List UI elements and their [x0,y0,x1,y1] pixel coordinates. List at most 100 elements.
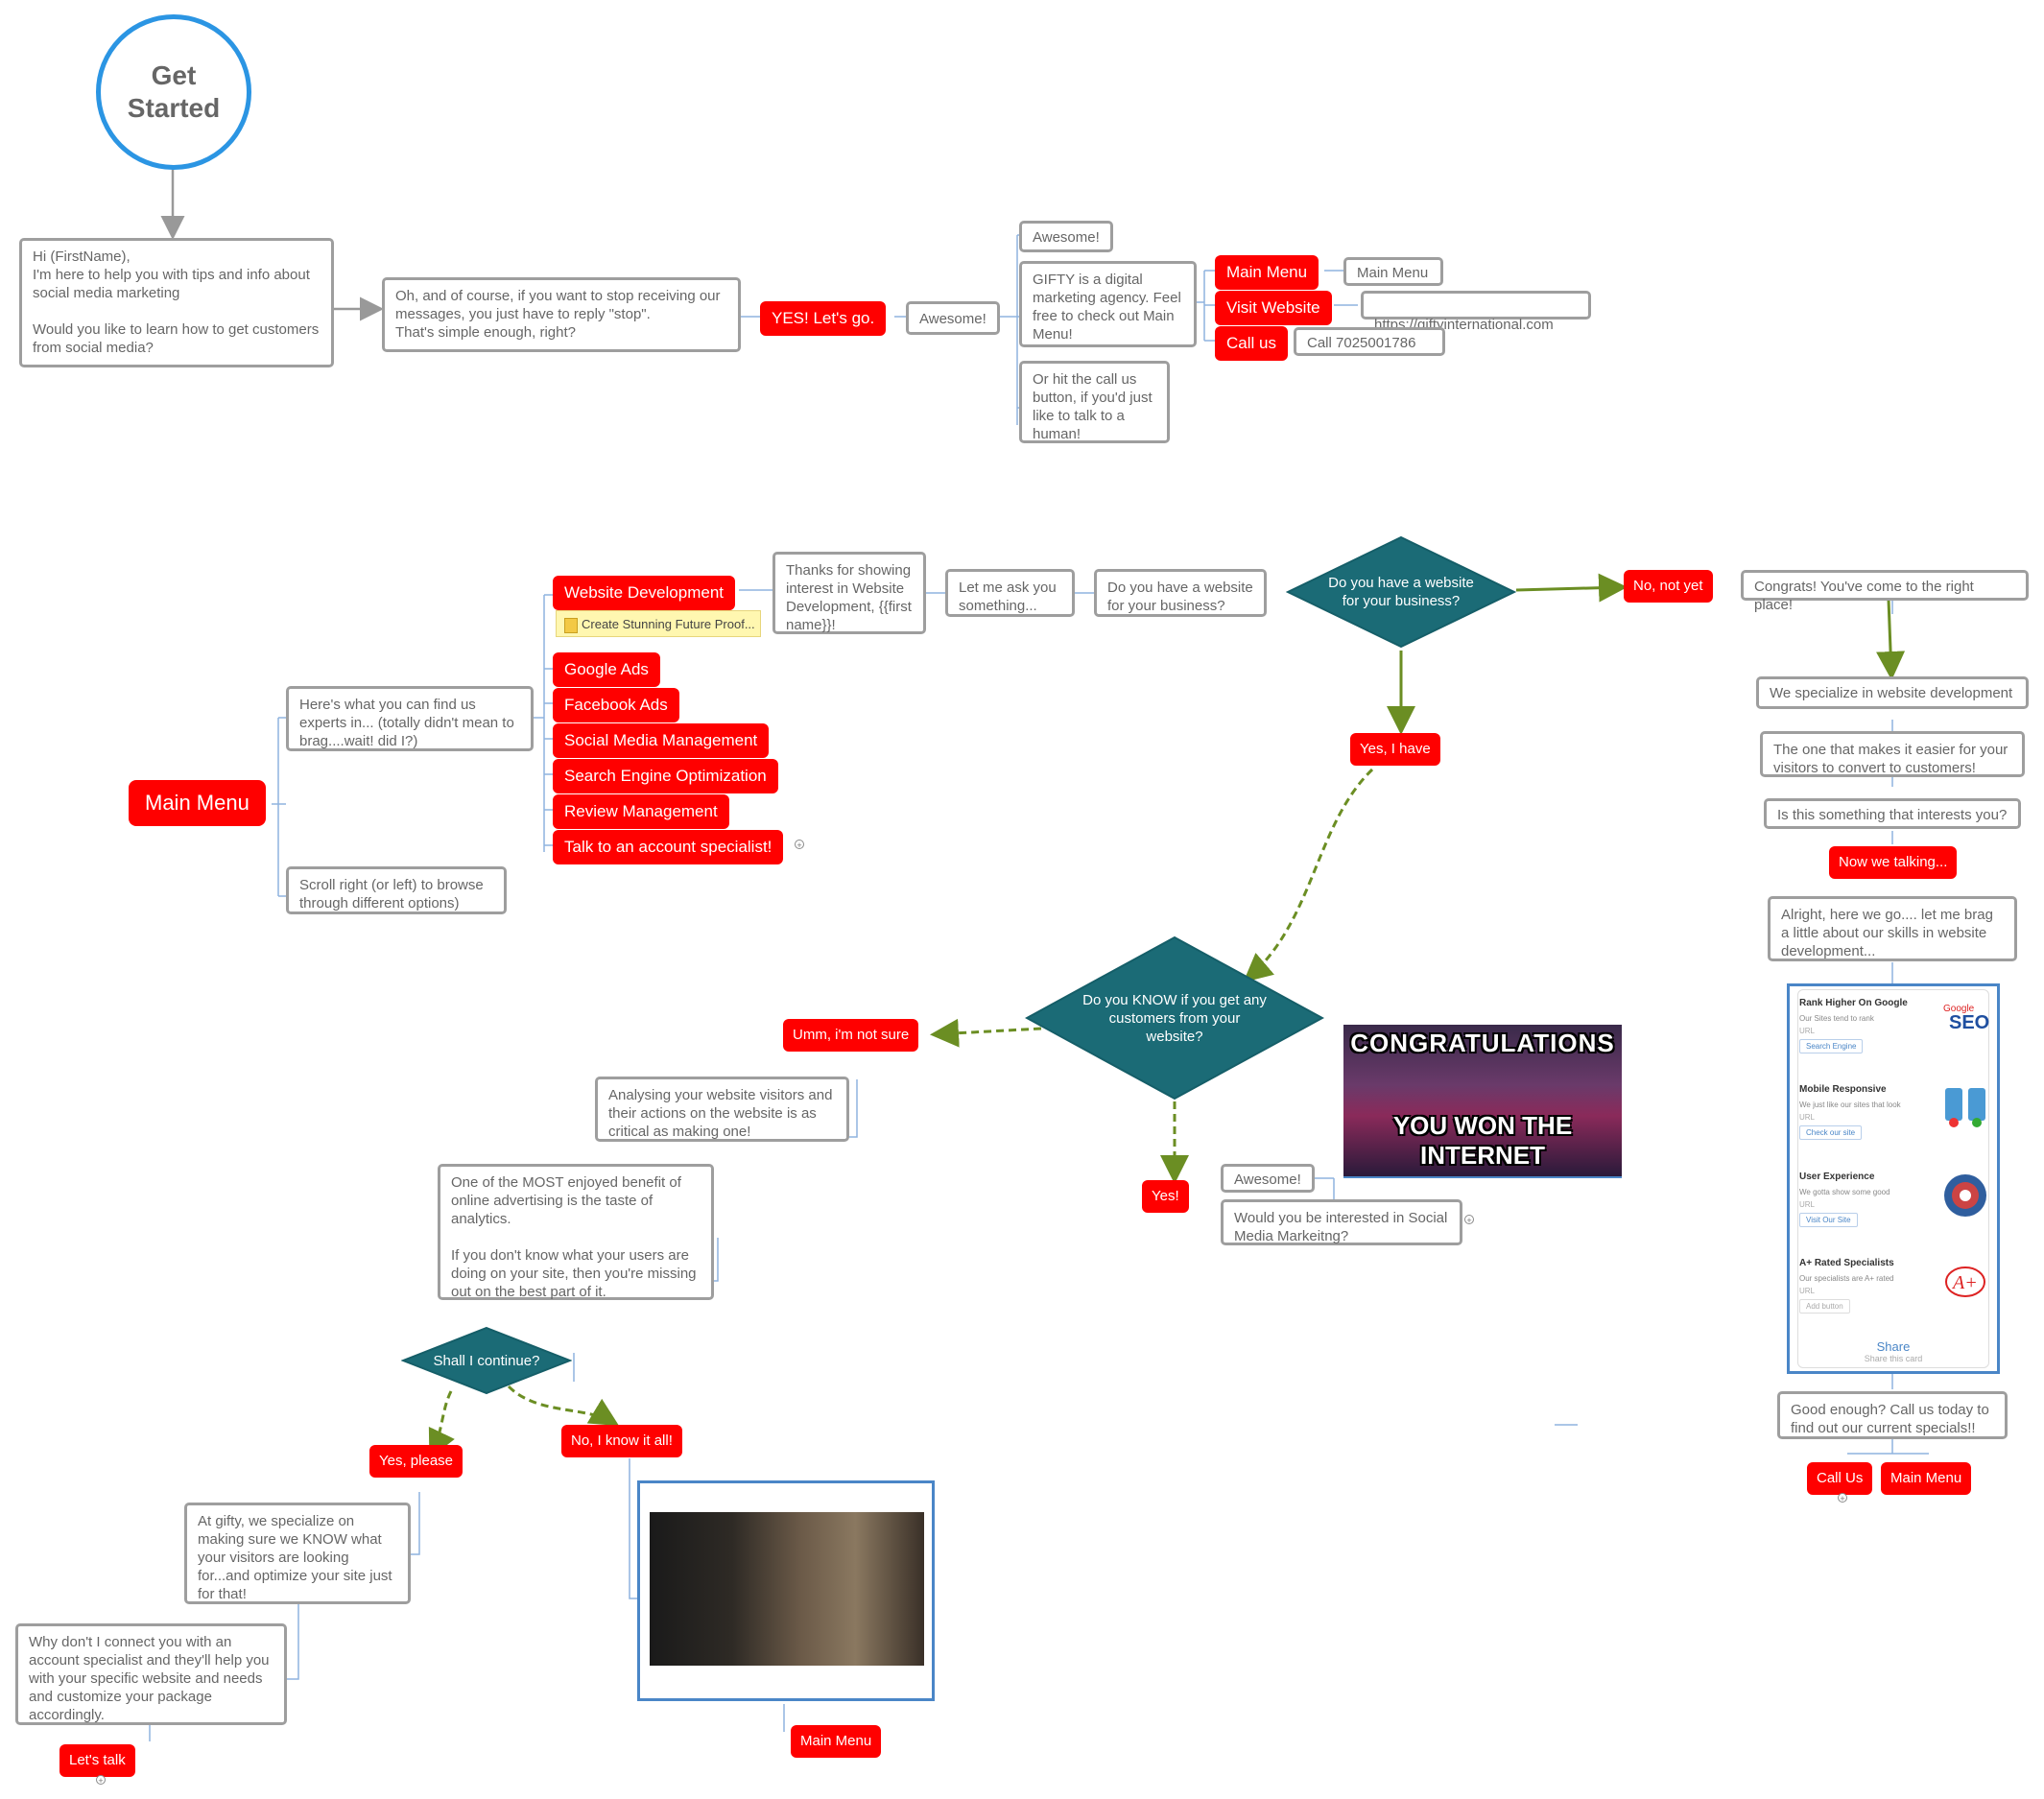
awesome-message-2[interactable]: Awesome! [1019,221,1113,252]
card-share[interactable]: Share Share this card [1790,1339,1997,1363]
ux-icon [1941,1172,1989,1219]
main-menu-link[interactable]: Main Menu [1343,257,1443,286]
yes-please-button[interactable]: Yes, please [369,1445,463,1478]
lets-talk-button[interactable]: Let's talk [59,1744,135,1777]
card-item-title: User Experience [1799,1172,1875,1182]
diamond-label: Shall I continue? [433,1352,540,1369]
a-plus-icon: A+ [1941,1258,1989,1306]
analytics-message[interactable]: One of the MOST enjoyed benefit of onlin… [438,1164,714,1300]
thanks-message[interactable]: Thanks for showing interest in Website D… [772,552,926,634]
experts-message[interactable]: Here's what you can find us experts in..… [286,686,534,751]
call-us-final-button[interactable]: Call Us [1807,1462,1873,1495]
ask-message[interactable]: Let me ask you something... [945,569,1075,617]
diamond-shape [1286,535,1516,649]
interest-question[interactable]: Is this something that interests you? [1764,798,2021,829]
call-us-button[interactable]: Call us [1215,326,1288,361]
card-item-desc: We just like our sites that look [1799,1101,1901,1109]
video-frame [650,1512,924,1666]
main-menu-final-button[interactable]: Main Menu [1881,1462,1972,1495]
phone-number[interactable]: Call 7025001786 [1294,327,1445,356]
get-started-node[interactable]: Get Started [96,14,251,170]
card-item-button[interactable]: Check our site [1799,1125,1863,1140]
now-we-talking-button[interactable]: Now we talking... [1829,846,1958,879]
analysing-message[interactable]: Analysing your website visitors and thei… [595,1077,849,1142]
awesome-know-message[interactable]: Awesome! [1221,1164,1315,1193]
meme-image: CONGRATULATIONS YOU WON THE INTERNET [1343,1025,1622,1178]
main-menu-know-button[interactable]: Main Menu [791,1725,882,1758]
main-menu-button[interactable]: Main Menu [1215,255,1319,290]
card-item-title: Rank Higher On Google [1799,998,1908,1008]
card-item-button[interactable]: Visit Our Site [1799,1213,1858,1227]
video-thumbnail[interactable] [637,1480,935,1701]
card-item-desc: Our Sites tend to rank [1799,1014,1874,1023]
diamond-label: Do you KNOW if you get any customers fro… [1082,991,1267,1045]
call-us-note[interactable]: Or hit the call us button, if you'd just… [1019,361,1170,443]
share-label: Share [1876,1339,1911,1354]
note-text: Create Stunning Future Proof... [582,617,755,631]
note-sticky[interactable]: Create Stunning Future Proof... [556,610,761,637]
svg-text:A+: A+ [1951,1272,1978,1293]
connect-message[interactable]: Why don't I connect you with an account … [15,1623,287,1725]
website-decision-diamond[interactable]: Do you have a website for your business? [1286,535,1516,649]
menu-item-facebook-ads[interactable]: Facebook Ads [553,688,679,722]
brag-message[interactable]: Alright, here we go.... let me brag a li… [1768,896,2017,961]
have-website-question[interactable]: Do you have a website for your business? [1094,569,1267,617]
congrats-message[interactable]: Congrats! You've come to the right place… [1741,570,2029,613]
main-menu-root[interactable]: Main Menu [129,780,266,826]
yes-lets-go-button[interactable]: YES! Let's go. [760,301,887,336]
menu-item-website-development[interactable]: Website Development [553,576,735,610]
website-url[interactable]: https://giftyinternational.com 🔗 [1361,291,1591,351]
card-item-url: URL [1799,1113,1816,1122]
mobile-icon [1941,1084,1989,1132]
visit-website-button[interactable]: Visit Website [1215,291,1332,325]
stop-message[interactable]: Oh, and of course, if you want to stop r… [382,277,741,352]
card-item-url: URL [1799,1287,1816,1295]
yes-i-have-button[interactable]: Yes, I have [1350,733,1440,766]
expander-icon[interactable]: + [795,840,804,850]
awesome-message[interactable]: Awesome! [906,301,1000,335]
card-item-url: URL [1799,1027,1816,1035]
menu-item-search-engine-optimization[interactable]: Search Engine Optimization [553,759,778,793]
menu-item-google-ads[interactable]: Google Ads [553,652,660,687]
expander-icon[interactable]: + [1464,1215,1474,1225]
menu-item-review-management[interactable]: Review Management [553,794,729,829]
know-decision-diamond[interactable]: Do you KNOW if you get any customers fro… [1025,935,1324,1101]
meme-top-text: CONGRATULATIONS [1350,1029,1615,1057]
meme-bottom-text: YOU WON THE INTERNET [1392,1111,1573,1170]
gifty-intro-message[interactable]: GIFTY is a digital marketing agency. Fee… [1019,261,1197,347]
menu-item-social-media-management[interactable]: Social Media Management [553,723,770,758]
card-item-button[interactable]: Search Engine [1799,1039,1864,1053]
svg-text:SEO: SEO [1949,1012,1989,1033]
menu-item-talk-to-specialist[interactable]: Talk to an account specialist! [553,830,784,864]
card-item-title: Mobile Responsive [1799,1084,1887,1095]
svg-text:Google: Google [1943,1004,1975,1014]
no-not-yet-button[interactable]: No, not yet [1624,570,1713,603]
note-icon [564,618,578,633]
card-inner [1797,989,1989,1368]
card-item-button[interactable]: Add button [1799,1299,1850,1314]
gifty-know-message[interactable]: At gifty, we specialize on making sure w… [184,1503,411,1604]
no-know-it-all-button[interactable]: No, I know it all! [561,1425,682,1457]
diamond-label: Do you have a website for your business? [1328,575,1474,609]
good-enough-message[interactable]: Good enough? Call us today to find out o… [1777,1391,2008,1439]
expander-icon[interactable]: + [1838,1493,1847,1503]
expander-icon[interactable]: + [96,1775,106,1786]
specialize-message[interactable]: We specialize in website development [1756,676,2029,709]
convert-message[interactable]: The one that makes it easier for your vi… [1760,731,2025,777]
share-sublabel: Share this card [1864,1354,1923,1363]
not-sure-button[interactable]: Umm, i'm not sure [783,1019,919,1052]
diamond-shape [1025,935,1324,1101]
card-item-url: URL [1799,1200,1816,1209]
social-question[interactable]: Would you be interested in Social Media … [1221,1199,1462,1245]
yes-know-button[interactable]: Yes! [1142,1180,1189,1213]
scroll-message[interactable]: Scroll right (or left) to browse through… [286,866,507,914]
card-item-title: A+ Rated Specialists [1799,1258,1894,1268]
greeting-message[interactable]: Hi (FirstName), I'm here to help you wit… [19,238,334,367]
continue-decision-diamond[interactable]: Shall I continue? [401,1326,572,1395]
